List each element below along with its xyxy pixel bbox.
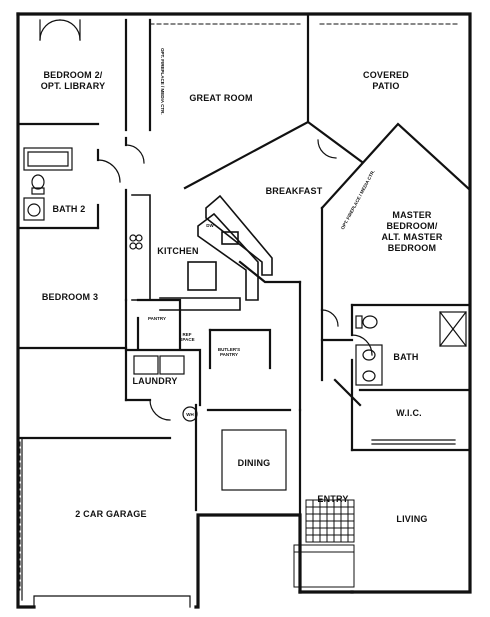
room-label-great-room: GREAT ROOM [189, 93, 253, 103]
room-label-pantry: PANTRY [148, 316, 166, 321]
room-label-bedroom3: BEDROOM 3 [41, 292, 99, 302]
garage-door [21, 437, 191, 608]
room-label-dining: DINING [237, 458, 271, 468]
room-label-laundry: LAUNDRY [132, 376, 178, 386]
room-label-bath2: BATH 2 [52, 204, 86, 214]
room-label-covered-patio: COVERED PATIO [363, 70, 409, 91]
kitchen-island [131, 194, 273, 311]
room-label-breakfast: BREAKFAST [265, 186, 323, 196]
room-label-butlers-pantry: BUTLER'S PANTRY [217, 347, 241, 357]
interior-walls [16, 12, 472, 517]
room-label-living: LIVING [396, 514, 428, 524]
room-label-garage: 2 CAR GARAGE [75, 509, 147, 519]
entry-tile [305, 499, 355, 543]
porch-steps [293, 544, 355, 588]
exterior-walls [16, 12, 472, 609]
room-label-wic: W.I.C. [396, 408, 422, 418]
room-label-kitchen: KITCHEN [157, 246, 199, 256]
annotation-water-heater: WH [186, 412, 194, 417]
room-label-master-bedroom: MASTER BEDROOM/ ALT. MASTER BEDROOM [381, 210, 443, 253]
room-label-bedroom2: BEDROOM 2/ OPT. LIBRARY [40, 70, 106, 91]
room-label-entry: ENTRY [317, 494, 349, 504]
room-label-ref-space: REF SPACE [179, 332, 195, 342]
annotation-fireplace-great-room: OPT. FIREPLACE / MEDIA CTR. [160, 48, 165, 115]
annotation-dishwasher: DW [206, 223, 214, 228]
room-label-bath: BATH [393, 352, 419, 362]
patio-dashes [19, 23, 461, 591]
fixtures [23, 19, 467, 491]
